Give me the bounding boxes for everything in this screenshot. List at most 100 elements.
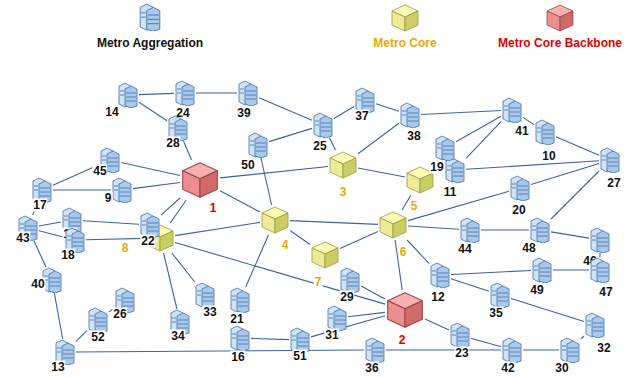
network-link xyxy=(330,138,336,150)
aggregation-node: 36 xyxy=(364,337,386,363)
aggregation-node: 31 xyxy=(326,305,348,331)
node-number: 50 xyxy=(240,159,255,172)
network-link xyxy=(348,312,385,316)
network-link xyxy=(386,349,501,350)
network-link xyxy=(408,191,509,220)
aggregation-node: 41 xyxy=(501,97,523,123)
aggregation-node: 47 xyxy=(589,257,611,283)
server-icon xyxy=(509,175,531,201)
aggregation-node: 28 xyxy=(167,115,189,141)
server-icon xyxy=(529,217,551,243)
network-link xyxy=(553,269,589,270)
network-link xyxy=(599,253,600,257)
network-link xyxy=(83,221,139,225)
server-icon xyxy=(229,325,251,351)
legend-sample xyxy=(390,3,420,33)
legend-text: Metro Core Backbone xyxy=(498,36,622,50)
server-icon xyxy=(534,119,556,145)
cube-icon xyxy=(328,150,358,180)
node-number: 30 xyxy=(554,362,569,375)
server-icon xyxy=(589,257,611,283)
network-link xyxy=(358,123,399,154)
network-link xyxy=(311,316,385,337)
network-link xyxy=(259,98,312,121)
node-number: 10 xyxy=(541,150,556,163)
cube-icon xyxy=(378,210,408,240)
network-link xyxy=(175,222,260,235)
node-number: 14 xyxy=(104,106,119,119)
network-link xyxy=(481,229,529,230)
aggregation-node: 32 xyxy=(584,312,606,338)
server-icon xyxy=(364,337,386,363)
server-icon xyxy=(434,135,456,161)
node-number: 26 xyxy=(112,308,127,321)
node-number: 40 xyxy=(30,278,45,291)
node-number: 11 xyxy=(443,186,458,199)
network-link xyxy=(551,232,589,238)
network-link xyxy=(451,271,531,275)
network-link xyxy=(76,350,364,352)
aggregation-node: 52 xyxy=(87,307,109,333)
aggregation-node: 26 xyxy=(114,287,136,313)
server-icon xyxy=(501,337,523,363)
node-number: 12 xyxy=(430,291,445,304)
aggregation-node: 37 xyxy=(354,87,376,113)
core-node: 7 xyxy=(310,240,340,270)
node-number: 1 xyxy=(209,202,218,215)
aggregation-node: 23 xyxy=(449,322,471,348)
network-link xyxy=(408,226,459,229)
aggregation-node: 51 xyxy=(289,327,311,353)
server-icon xyxy=(117,82,139,108)
network-link xyxy=(361,286,385,299)
node-number: 17 xyxy=(32,199,47,212)
legend-sample xyxy=(138,3,162,31)
node-number: 48 xyxy=(521,242,536,255)
server-icon xyxy=(247,132,269,158)
network-link xyxy=(133,183,180,189)
aggregation-node: 25 xyxy=(312,112,334,138)
aggregation-node: 35 xyxy=(489,282,511,308)
aggregation-node: 21 xyxy=(229,287,251,313)
node-number: 32 xyxy=(596,342,611,355)
node-number: 5 xyxy=(410,200,419,213)
network-link xyxy=(172,253,195,282)
aggregation-node: 49 xyxy=(531,257,553,283)
node-number: 41 xyxy=(514,125,529,138)
network-link xyxy=(76,331,87,342)
aggregation-node: 19 xyxy=(434,135,456,161)
network-link xyxy=(196,92,237,93)
server-icon xyxy=(459,217,481,243)
network-link xyxy=(451,279,489,292)
node-number: 8 xyxy=(121,242,130,255)
cube-icon xyxy=(385,290,425,330)
network-link xyxy=(251,338,289,339)
node-number: 27 xyxy=(606,177,621,190)
node-number: 42 xyxy=(500,362,515,375)
legend-icon xyxy=(138,3,162,31)
aggregation-node: 48 xyxy=(529,217,551,243)
network-link xyxy=(53,189,111,190)
node-number: 2 xyxy=(398,334,407,347)
node-number: 36 xyxy=(364,362,379,375)
node-number: 33 xyxy=(202,306,217,319)
network-link xyxy=(86,238,145,239)
cube-icon xyxy=(180,160,220,200)
aggregation-node: 10 xyxy=(534,119,556,145)
server-icon xyxy=(429,262,451,288)
network-link xyxy=(407,240,429,263)
network-link xyxy=(581,336,584,339)
legend-text: Metro Core xyxy=(373,36,436,50)
backbone-node: 1 xyxy=(180,160,220,200)
network-link xyxy=(220,167,328,178)
aggregation-node: 39 xyxy=(237,80,259,106)
aggregation-node: 50 xyxy=(247,132,269,158)
server-icon xyxy=(489,282,511,308)
node-number: 52 xyxy=(90,331,105,344)
node-number: 16 xyxy=(230,351,245,364)
network-link xyxy=(139,93,174,94)
server-icon xyxy=(312,112,334,138)
network-link xyxy=(54,293,62,339)
aggregation-node: 29 xyxy=(339,267,361,293)
server-icon xyxy=(237,80,259,106)
node-number: 38 xyxy=(406,130,421,143)
